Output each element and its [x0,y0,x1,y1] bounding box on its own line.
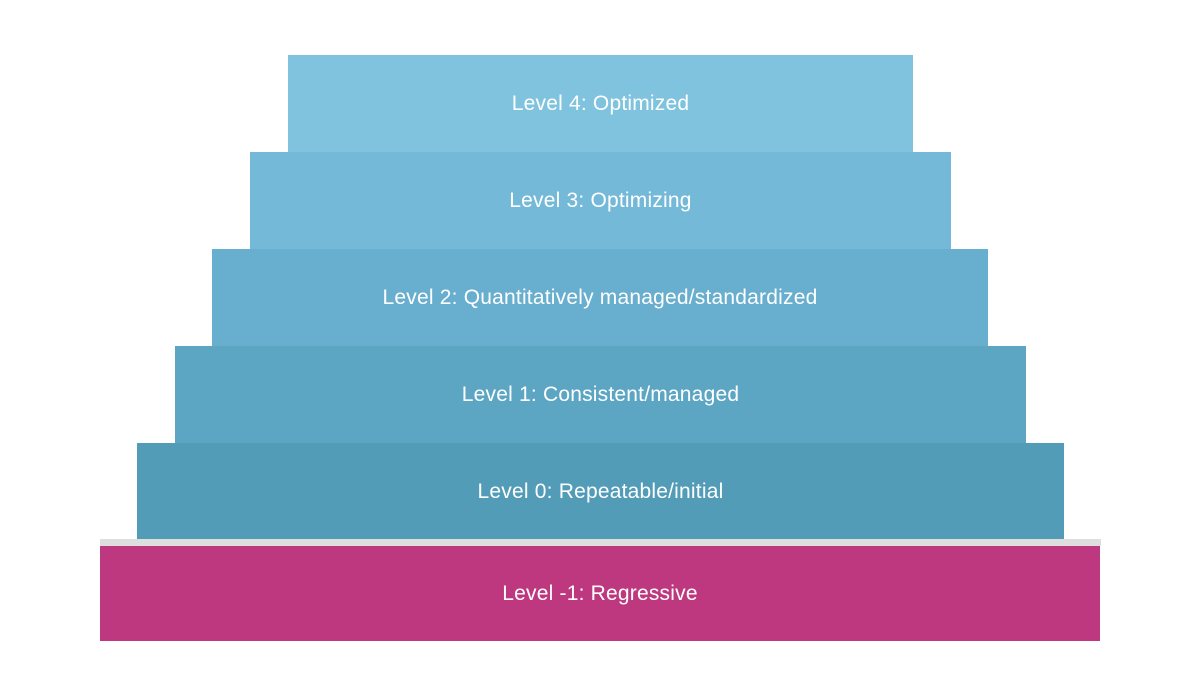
pyramid-tier-level-3[interactable]: Level 3: Optimizing [250,152,951,249]
pyramid-tier-label-level-1: Level 1: Consistent/managed [461,383,740,406]
pyramid-tier-level-0[interactable]: Level 0: Repeatable/initial [137,443,1064,539]
pyramid-tier-label-level-2: Level 2: Quantitatively managed/standard… [382,286,818,309]
pyramid-tier-label-level-minus-1: Level -1: Regressive [502,582,698,605]
pyramid-base-shadow [100,539,1101,546]
pyramid-tier-level-4[interactable]: Level 4: Optimized [288,55,913,152]
pyramid-tier-label-level-0: Level 0: Repeatable/initial [477,479,724,503]
pyramid-tier-level-minus-1[interactable]: Level -1: Regressive [100,546,1100,641]
pyramid-tier-label-level-4: Level 4: Optimized [511,92,690,115]
pyramid-tier-level-2[interactable]: Level 2: Quantitatively managed/standard… [212,249,988,346]
pyramid-tier-level-1[interactable]: Level 1: Consistent/managed [175,346,1026,443]
pyramid-tier-label-level-3: Level 3: Optimizing [509,189,692,212]
